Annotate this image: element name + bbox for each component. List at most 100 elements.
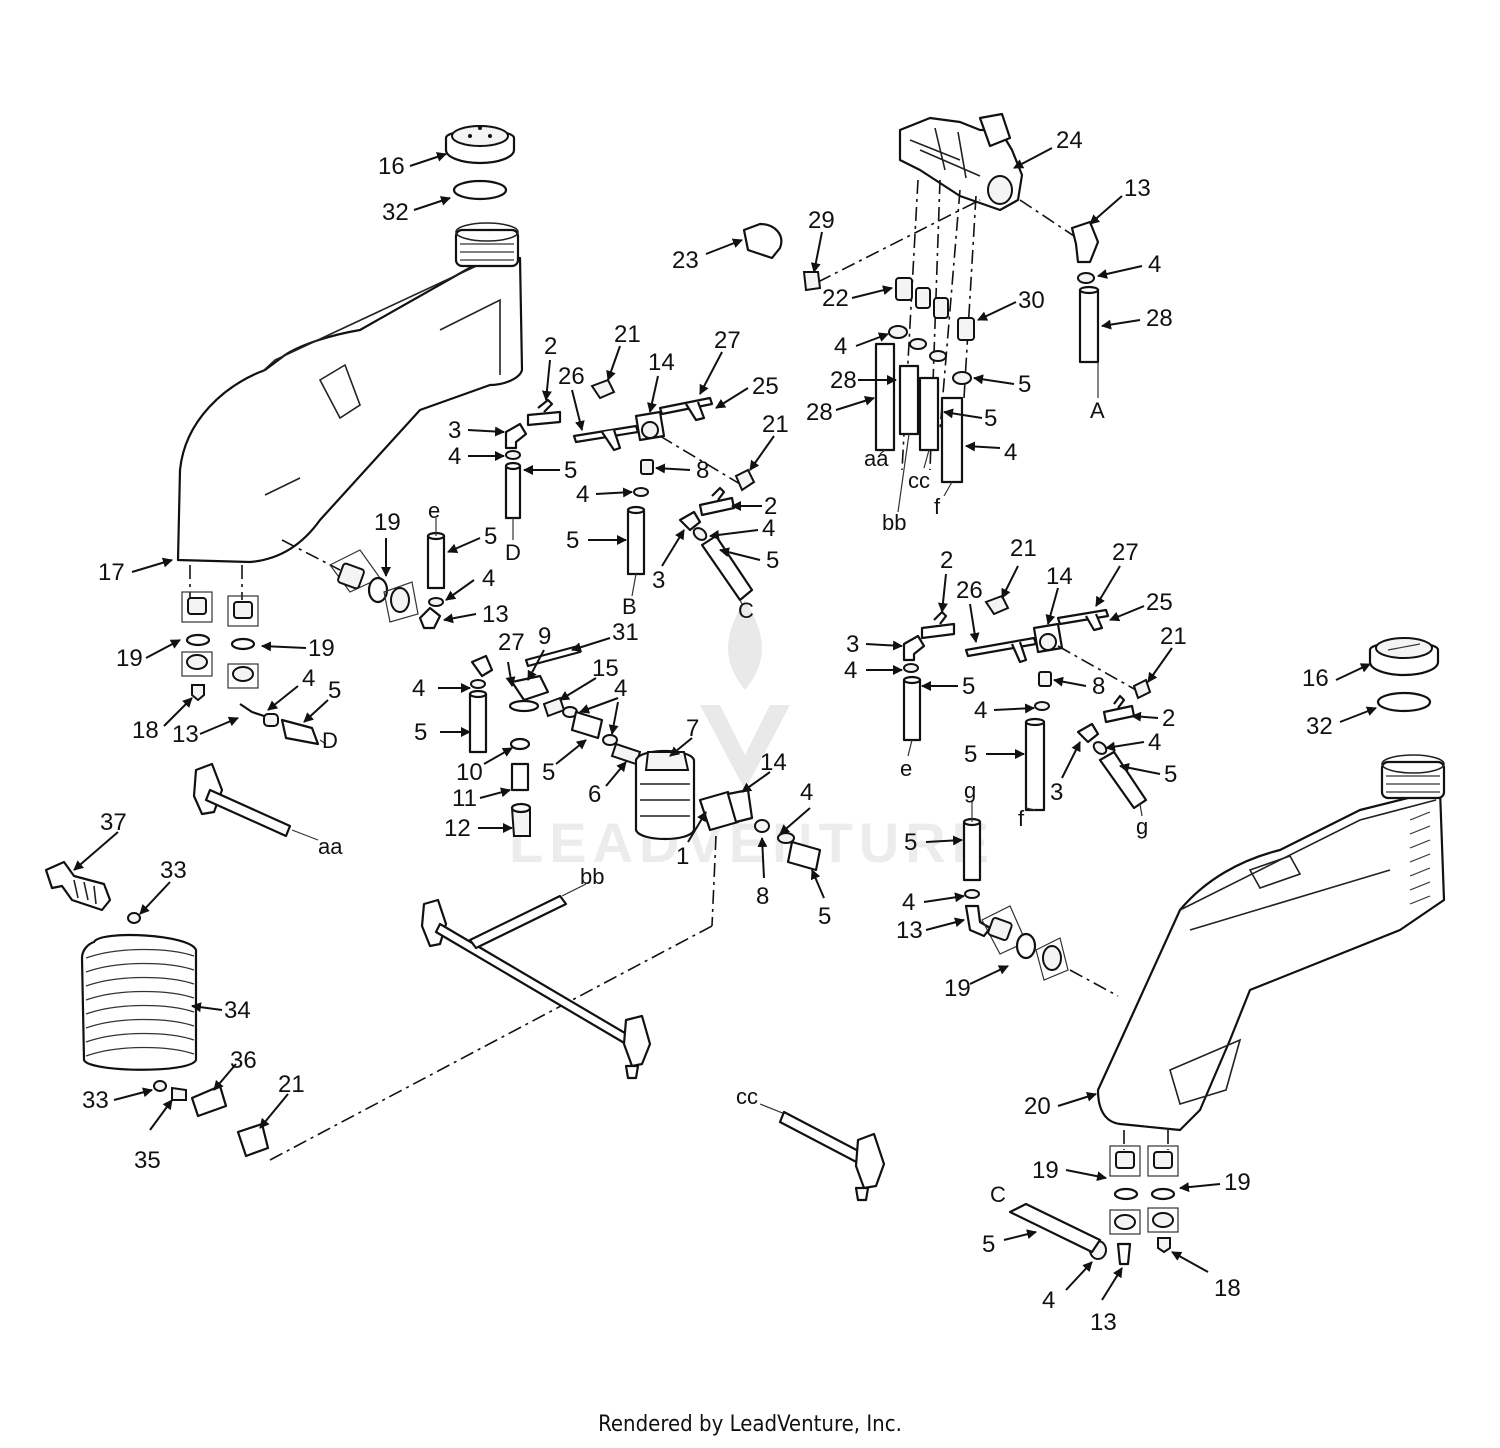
ref-letter: A (1090, 398, 1105, 423)
callout: 4 (1148, 729, 1161, 756)
callout: 33 (82, 1087, 109, 1114)
callout: 21 (614, 321, 641, 348)
ref-letter: D (322, 728, 338, 753)
callout: 4 (834, 333, 847, 360)
callout: 11 (452, 785, 477, 812)
callout: 13 (1090, 1309, 1117, 1336)
callout: 3 (1050, 779, 1063, 806)
hose-coil-34 (80, 933, 198, 1071)
left-tank (176, 222, 524, 564)
callout: 28 (806, 399, 833, 426)
ref-letter: C (990, 1182, 1006, 1207)
right-tank-fittings (1008, 1130, 1179, 1266)
callout: 5 (904, 829, 917, 856)
callout: 4 (482, 565, 495, 592)
callout: 5 (982, 1231, 995, 1258)
callout: 21 (1160, 623, 1187, 650)
callout: 4 (1004, 439, 1017, 466)
callout: 19 (308, 635, 335, 662)
callout: 26 (956, 577, 983, 604)
ref-letter: D (505, 540, 521, 565)
callout: 13 (482, 601, 509, 628)
callout: 9 (538, 623, 551, 650)
ref-letter: g (964, 778, 976, 803)
callout: 4 (762, 515, 775, 542)
tank-cap-right (1368, 637, 1440, 677)
ref-letter: aa (864, 446, 889, 471)
boom-aa (192, 762, 319, 841)
callout: 3 (448, 417, 461, 444)
right-tank (1096, 754, 1446, 1132)
callout: 16 (1302, 665, 1329, 692)
callout: 21 (1010, 535, 1037, 562)
callout: 30 (1018, 287, 1045, 314)
callout: 14 (760, 749, 787, 776)
callout: 24 (1056, 127, 1083, 154)
ref-letter: e (900, 756, 912, 781)
ref-letter: B (622, 594, 637, 619)
callout: 22 (822, 285, 849, 312)
gauge-23 (742, 222, 822, 292)
callout: 31 (612, 619, 639, 646)
ref-letter: g (1136, 814, 1148, 839)
center-right-plumbing (902, 594, 1152, 997)
callout: 18 (132, 717, 159, 744)
callout: 12 (444, 815, 471, 842)
reel-fittings (127, 912, 713, 1161)
ref-letter: aa (318, 834, 343, 859)
callout: 27 (498, 629, 525, 656)
ref-letter: e (428, 498, 440, 523)
callout: 19 (374, 509, 401, 536)
ref-letter: cc (908, 468, 930, 493)
callout: 5 (1018, 371, 1031, 398)
callout: 2 (1162, 705, 1175, 732)
callout: 8 (756, 883, 769, 910)
callout: 13 (1124, 175, 1151, 202)
callout: 37 (100, 809, 127, 836)
callout: 14 (1046, 563, 1073, 590)
footer-credit: Rendered by LeadVenture, Inc. (598, 1412, 902, 1437)
callout: 18 (1214, 1275, 1241, 1302)
callout: 10 (456, 759, 483, 786)
left-tank-fittings (181, 539, 442, 746)
callout: 27 (1112, 539, 1139, 566)
callout: 19 (116, 645, 143, 672)
ref-letter: bb (580, 864, 604, 889)
callout: 34 (224, 997, 251, 1024)
elbow-13-top (1070, 220, 1100, 364)
callout: 5 (566, 527, 579, 554)
callout: 3 (846, 631, 859, 658)
callout: 33 (160, 857, 187, 884)
callout: 5 (542, 759, 555, 786)
callout: 2 (544, 333, 557, 360)
callout: 19 (1032, 1157, 1059, 1184)
gasket-32-right (1376, 691, 1432, 713)
spray-gun-37 (44, 860, 112, 912)
callout: 5 (766, 547, 779, 574)
callout: 4 (448, 443, 461, 470)
callout: 5 (1164, 761, 1177, 788)
reference-letters: D e D B C A aa bb cc f aa bb cc e f g g … (318, 398, 1148, 1207)
callout: 36 (230, 1047, 257, 1074)
callout: 28 (830, 367, 857, 394)
callout: 5 (564, 457, 577, 484)
callout: 32 (1306, 713, 1333, 740)
callout: 5 (484, 523, 497, 550)
ref-letter: C (738, 598, 754, 623)
callout: 5 (818, 903, 831, 930)
gasket-32-left (452, 179, 508, 201)
callout: 7 (686, 715, 699, 742)
callout: 13 (896, 917, 923, 944)
filter-assembly (468, 644, 822, 927)
callout: 27 (714, 327, 741, 354)
callout: 4 (974, 697, 987, 724)
callout: 4 (614, 675, 627, 702)
callout: 19 (1224, 1169, 1251, 1196)
callout-labels: 16 32 17 19 19 19 18 13 4 5 5 4 13 2 21 … (82, 127, 1333, 1336)
callout: 4 (844, 657, 857, 684)
callout: 26 (558, 363, 585, 390)
boom-bb (420, 883, 652, 1080)
callout: 14 (648, 349, 675, 376)
boom-cc (759, 1103, 886, 1202)
